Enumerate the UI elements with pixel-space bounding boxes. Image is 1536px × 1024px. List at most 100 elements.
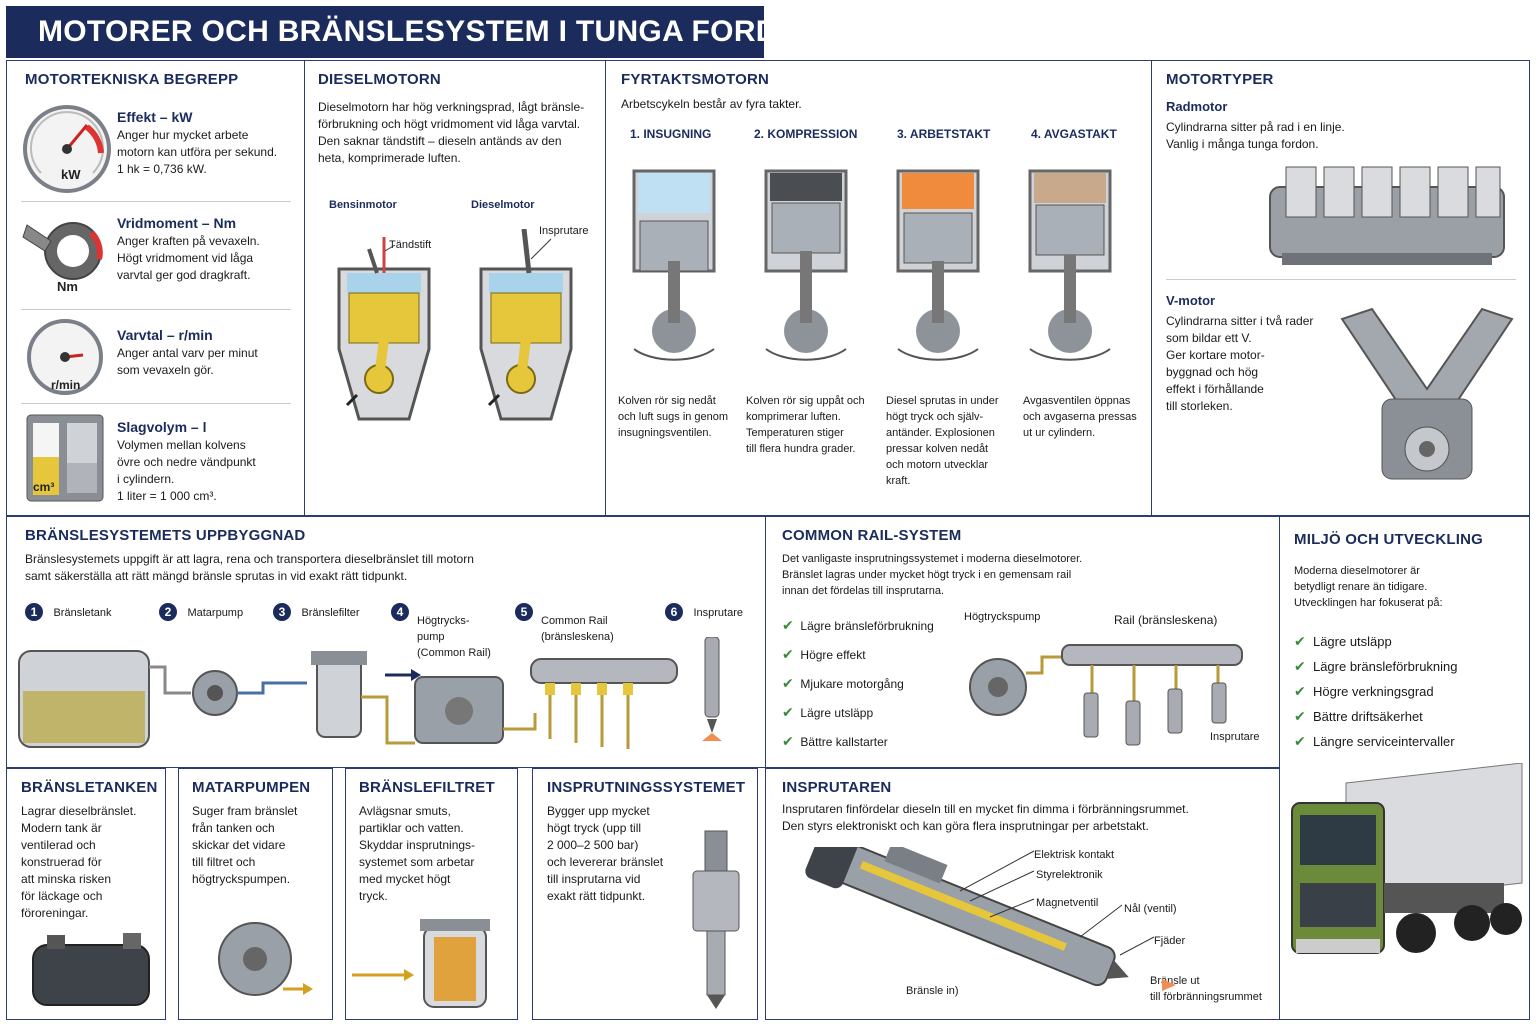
stroke-insugning-icon: [632, 169, 716, 361]
step-label: Bränslefilter: [301, 607, 360, 619]
injector-cutaway-diagram: [805, 847, 1176, 991]
step-line: insugningsventilen.: [618, 427, 712, 439]
insprsys-line: till insprutarna vid: [547, 872, 641, 886]
heading-pumpen: MATARPUMPEN: [192, 779, 311, 796]
stroke-kompression-icon: [764, 169, 848, 361]
miljo-item: ✔ Längre serviceintervaller: [1294, 733, 1455, 749]
part-styrelektronik: Styrelektronik: [1036, 869, 1103, 881]
radmotor-line: Cylindrarna sitter på rad i en linje.: [1166, 120, 1345, 134]
insprsys-line: Bygger upp mycket: [547, 804, 650, 818]
step-line: och avgaserna pressas: [1023, 411, 1137, 423]
step-line: och motorn utvecklar: [886, 459, 989, 471]
step-line: högt tryck och själv-: [886, 411, 984, 423]
step-number: 3: [273, 603, 291, 621]
label-tandstift: Tändstift: [389, 239, 432, 251]
insprsys-line: och levererar bränslet: [547, 855, 664, 869]
step-title-2: 3. ARBETSTAKT: [897, 127, 991, 141]
feed-pump-icon: [192, 670, 238, 716]
tank-icon: [32, 933, 150, 1006]
check-icon: ✔: [1294, 708, 1306, 724]
panel-insprutaren: INSPRUTAREN Insprutaren finfördelar dies…: [765, 768, 1280, 1020]
miljo-item: ✔ Högre verkningsgrad: [1294, 683, 1434, 699]
panel-common-rail: COMMON RAIL-SYSTEM Det vanligaste inspru…: [765, 516, 1280, 768]
begrepp-line: som vevaxeln gör.: [117, 363, 214, 377]
begrepp-title-1: Vridmoment – Nm: [117, 215, 237, 231]
begrepp-title-2: Varvtal – r/min: [117, 327, 213, 343]
filtret-line: partiklar och vatten.: [359, 821, 464, 835]
heading-tanken: BRÄNSLETANKEN: [21, 779, 158, 796]
panel-fyrtaktsmotorn: FYRTAKTSMOTORN Arbetscykeln består av fy…: [605, 60, 1152, 516]
engine-comparison-diagram: [337, 229, 573, 421]
filtret-line: tryck.: [359, 889, 388, 903]
panel-uppbyggnad: BRÄNSLESYSTEMETS UPPBYGGNAD Bränslesyste…: [6, 516, 766, 768]
fuel-tank-icon: [18, 650, 150, 748]
torque-wrench-icon: Nm: [22, 222, 103, 294]
vmotor-line: effekt i förhållande: [1166, 382, 1264, 396]
injector-detail-icon: [692, 830, 740, 1009]
benefit-item: ✔ Högre effekt: [782, 646, 866, 662]
part-elektrisk-kontakt: Elektrisk kontakt: [1034, 849, 1115, 861]
tanken-line: konstruerad för: [21, 855, 102, 869]
cr-rail-icon: [1061, 644, 1243, 666]
step-line: och luft sugs in genom: [618, 411, 729, 423]
divider: [1166, 279, 1516, 280]
pumpen-line: Suger fram bränslet: [192, 804, 298, 818]
cr-pump-icon: [969, 658, 1027, 716]
heading-filtret: BRÄNSLEFILTRET: [359, 779, 495, 796]
panel-motortekniska-begrepp: MOTORTEKNISKA BEGREPP kW Effekt – kW Ang…: [6, 60, 305, 516]
check-icon: ✔: [782, 675, 794, 691]
step-number: 5: [515, 603, 533, 621]
miljo-item: ✔ Lägre bränsleförbrukning: [1294, 658, 1458, 674]
step-line: ut ur cylindern.: [1023, 427, 1096, 439]
step-label: Matarpump: [187, 607, 244, 619]
heading-fyrtakt: FYRTAKTSMOTORN: [621, 71, 770, 88]
begrepp-line: Anger antal varv per minut: [117, 346, 258, 360]
diesel-line: Dieselmotorn har hög verkningsprad, lågt…: [318, 100, 585, 114]
v-engine-icon: [1340, 307, 1514, 480]
tanken-line: Lagrar dieselbränslet.: [21, 804, 137, 818]
begrepp-title-0: Effekt – kW: [117, 109, 193, 125]
step-insprutare: 6 Insprutare: [665, 603, 743, 621]
title-bar: MOTORER OCH BRÄNSLESYSTEM I TUNGA FORDON: [6, 6, 823, 58]
begrepp-line: varvtal ger god dragkraft.: [117, 268, 251, 282]
tanken-line: för läckage och: [21, 889, 103, 903]
begrepp-title-3: Slagvolym – l: [117, 419, 207, 435]
step-line: Diesel sprutas in under: [886, 395, 999, 407]
step-line: pressar kolven nedåt: [886, 443, 989, 455]
step-line: kraft.: [886, 475, 911, 487]
vmotor-line: som bildar ett V.: [1166, 331, 1252, 345]
step-line: Avgasventilen öppnas: [1023, 395, 1131, 407]
check-icon: ✔: [1294, 733, 1306, 749]
step-number: 6: [665, 603, 683, 621]
four-stroke-diagram: [632, 169, 1112, 361]
common-rail-icon: [530, 658, 678, 695]
step-label: (bränsleskena): [541, 631, 614, 643]
uppbyggnad-line: samt säkerställa att rätt mängd bränsle …: [25, 569, 408, 583]
begrepp-line: motorn kan utföra per sekund.: [117, 145, 278, 159]
step-title-3: 4. AVGASTAKT: [1031, 127, 1117, 141]
step-label: pump: [417, 631, 445, 643]
heading-insprutningssystem: INSPRUTNINGSSYSTEMET: [547, 779, 746, 796]
heading-uppbyggnad: BRÄNSLESYSTEMETS UPPBYGGNAD: [25, 527, 306, 544]
step-number: 2: [159, 603, 177, 621]
step-line: komprimerar luften.: [746, 411, 841, 423]
filtret-line: Avlägsnar smuts,: [359, 804, 451, 818]
injector-icon: [702, 637, 722, 741]
step-title-0: 1. INSUGNING: [630, 127, 712, 141]
kw-label: kW: [61, 167, 81, 182]
tanken-line: föroreningar.: [21, 906, 89, 920]
heading-diesel: DIESELMOTORN: [318, 71, 441, 88]
kw-gauge-icon: kW: [23, 105, 111, 193]
miljo-item: ✔ Lägre utsläpp: [1294, 633, 1392, 649]
part-magnetventil: Magnetventil: [1036, 897, 1099, 909]
benefit-item: ✔ Lägre bränsleförbrukning: [782, 617, 934, 633]
step-matarpump: 2 Matarpump: [159, 603, 243, 621]
insprutaren-line: Den styrs elektroniskt och kan göra fler…: [782, 819, 1149, 833]
insprsys-line: exakt rätt tidpunkt.: [547, 889, 646, 903]
cr-line: innan det fördelas till insprutarna.: [782, 585, 945, 597]
rpm-gauge-icon: r/min: [27, 319, 103, 395]
cr-injectors-icon: [1083, 682, 1227, 746]
benefit-item: ✔ Lägre utsläpp: [782, 704, 874, 720]
check-icon: ✔: [1294, 633, 1306, 649]
label-insprutare: Insprutare: [539, 225, 589, 237]
